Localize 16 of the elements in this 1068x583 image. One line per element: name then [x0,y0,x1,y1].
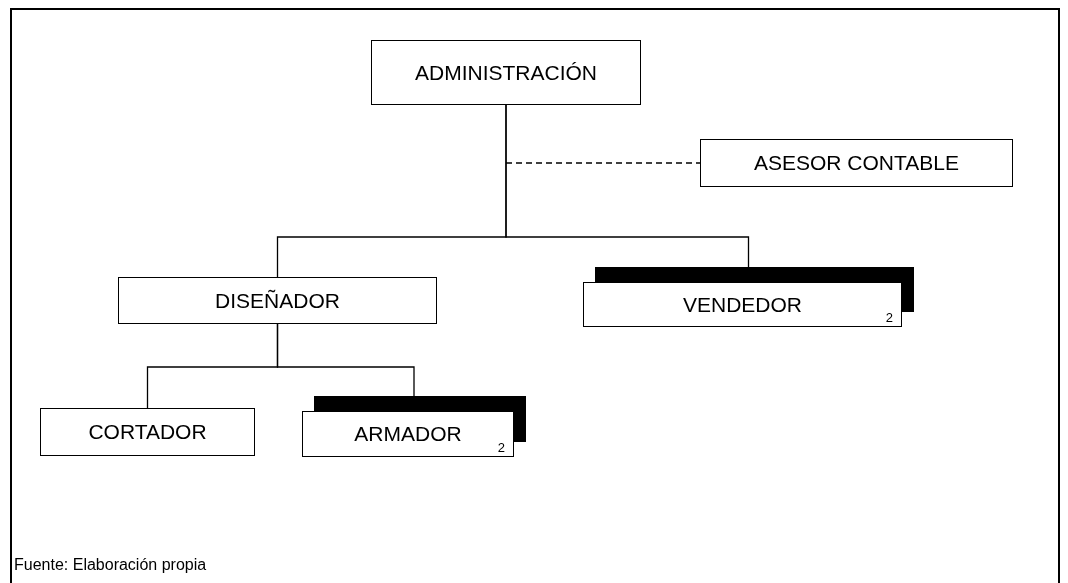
role-label: CORTADOR [88,420,207,444]
role-box [371,40,641,105]
role-box [118,277,437,324]
role-label: DISEÑADOR [215,288,340,313]
source-caption: Fuente: Elaboración propia [14,556,207,574]
role-box [40,408,255,456]
role-box [700,139,1013,187]
count-subscript: 2 [885,310,893,325]
connector-line [505,104,750,268]
role-label: VENDEDOR [683,292,802,317]
dashed-connector [505,162,701,164]
role-label: ASESOR CONTABLE [754,151,959,175]
connector-line [276,323,415,397]
role-label: ADMINISTRACIÓN [415,60,597,85]
count-subscript: 2 [497,440,505,455]
role-label: ARMADOR [354,422,462,446]
